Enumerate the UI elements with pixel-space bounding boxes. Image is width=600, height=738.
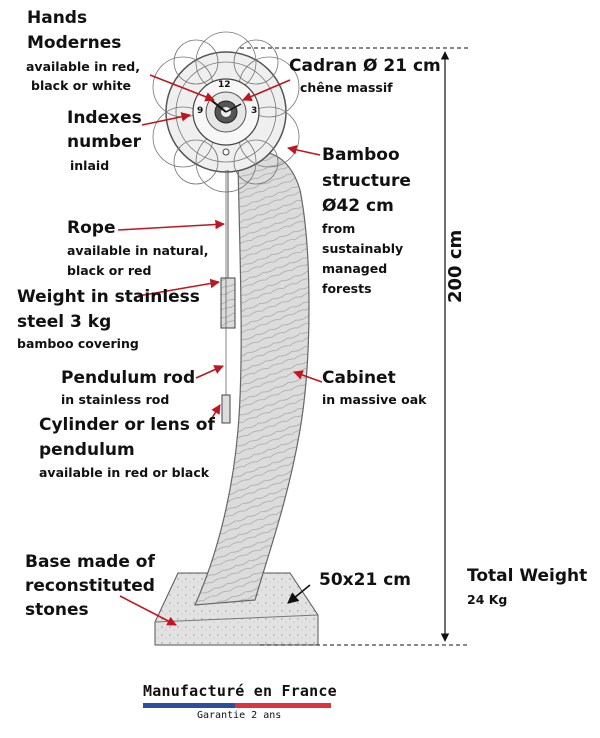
base-title-3: stones: [25, 600, 89, 620]
hands-title-2: Modernes: [27, 33, 122, 53]
hands-sub-2: black or white: [31, 78, 132, 93]
base-title-2: reconstituted: [25, 576, 155, 596]
base-dims-arrow: [287, 584, 311, 604]
rope-sub-1: available in natural,: [67, 243, 209, 258]
bamboo-title-1: Bamboo: [322, 145, 400, 165]
bamboo-sub-2: sustainably: [322, 241, 404, 256]
cadran-sub: chêne massif: [300, 80, 393, 95]
base-title-1: Base made of: [25, 552, 155, 572]
height-dimension: [240, 47, 468, 646]
bamboo-sphere: [152, 31, 300, 193]
flag-blue-bar: [143, 703, 235, 708]
bamboo-title-2: structure: [322, 171, 411, 191]
brand-title: Manufacturé en France: [143, 682, 337, 700]
bamboo-sub-4: forests: [322, 281, 372, 296]
weight-title-1: Weight in stainless: [17, 287, 200, 307]
total-weight-value: 24 Kg: [467, 592, 508, 607]
indexes-title-2: number: [67, 132, 142, 152]
flag-red-bar: [235, 703, 331, 708]
cylinder-title-1: Cylinder or lens of: [39, 415, 215, 435]
indexes-sub: inlaid: [70, 158, 110, 173]
bamboo-sub-3: managed: [322, 261, 388, 276]
cylinder-sub: available in red or black: [39, 465, 210, 480]
brand-sub: Garantie 2 ans: [197, 710, 282, 721]
hands-title-1: Hands: [27, 8, 88, 28]
hands-sub-1: available in red,: [26, 59, 140, 74]
pendulum-title: Pendulum rod: [61, 368, 196, 388]
cabinet-title: Cabinet: [322, 368, 396, 388]
cylinder-title-2: pendulum: [39, 440, 135, 460]
bamboo-sub-1: from: [322, 221, 356, 236]
rope-title: Rope: [67, 218, 116, 238]
dial-numeral-12: 12: [218, 80, 231, 90]
cabinet-sub: in massive oak: [322, 392, 427, 407]
rope-sub-2: black or red: [67, 263, 152, 278]
callout-arrows: [117, 74, 323, 626]
weight-sub: bamboo covering: [17, 336, 139, 351]
bamboo-title-3: Ø42 cm: [322, 196, 394, 216]
total-weight-title: Total Weight: [467, 566, 588, 586]
dial-numeral-3: 3: [251, 106, 258, 116]
pendulum-sub: in stainless rod: [61, 392, 170, 407]
cabinet: [194, 152, 310, 606]
pendulum-cylinder: [221, 394, 231, 424]
indexes-title-1: Indexes: [67, 108, 142, 128]
dial-numeral-9: 9: [197, 106, 204, 116]
weight-title-2: steel 3 kg: [17, 312, 112, 332]
weight: [220, 277, 236, 329]
height-label: 200 cm: [445, 229, 466, 303]
base-dims: 50x21 cm: [319, 570, 411, 590]
cadran-title: Cadran Ø 21 cm: [289, 56, 441, 76]
